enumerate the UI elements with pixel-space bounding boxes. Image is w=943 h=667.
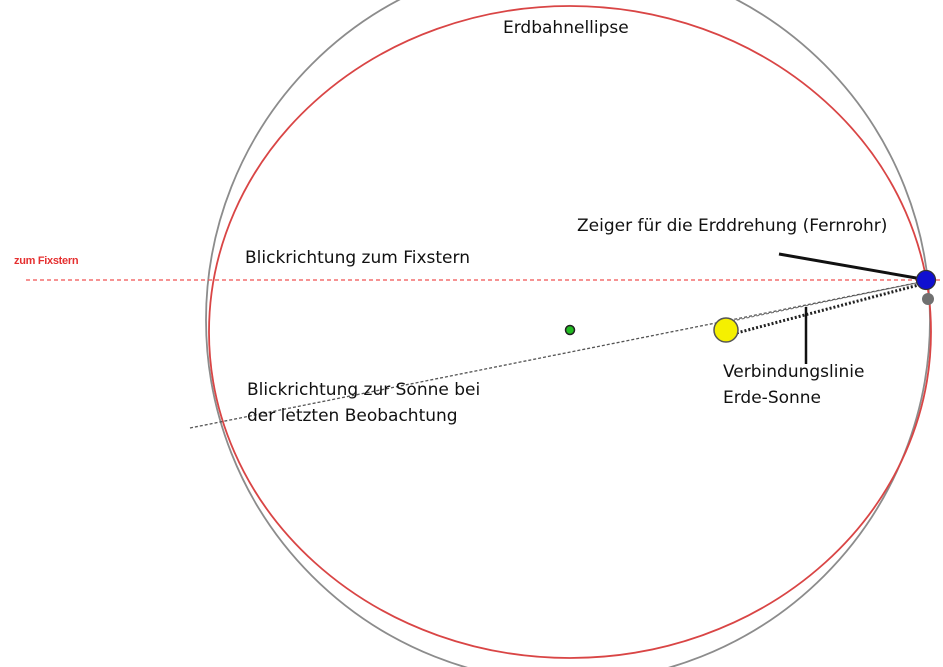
- focus-point: [564, 324, 576, 336]
- to-fixstar-label: zum Fixstern: [14, 255, 79, 267]
- earth-sun-auxiliary-line: [726, 280, 927, 323]
- grey-point: [922, 293, 934, 305]
- orbit-label: Erdbahnellipse: [503, 18, 629, 38]
- connection-label-line2: Erde-Sonne: [723, 388, 822, 408]
- earth-orbit-ellipse: [208, 5, 932, 659]
- pointer-label: Zeiger für die Erddrehung (Fernrohr): [577, 216, 888, 236]
- sun: [713, 317, 739, 343]
- view-fixstar-label: Blickrichtung zum Fixstern: [245, 248, 470, 268]
- view-sun-label-line2: der letzten Beobachtung: [247, 406, 458, 426]
- connection-label-line1: Verbindungslinie: [723, 362, 865, 382]
- last-sun-direction-line: [189, 280, 927, 429]
- telescope-pointer: [778, 252, 923, 281]
- earth-sun-connection-line: [728, 281, 927, 337]
- earth: [915, 269, 937, 291]
- view-sun-label-line1: Blickrichtung zur Sonne bei: [247, 380, 481, 400]
